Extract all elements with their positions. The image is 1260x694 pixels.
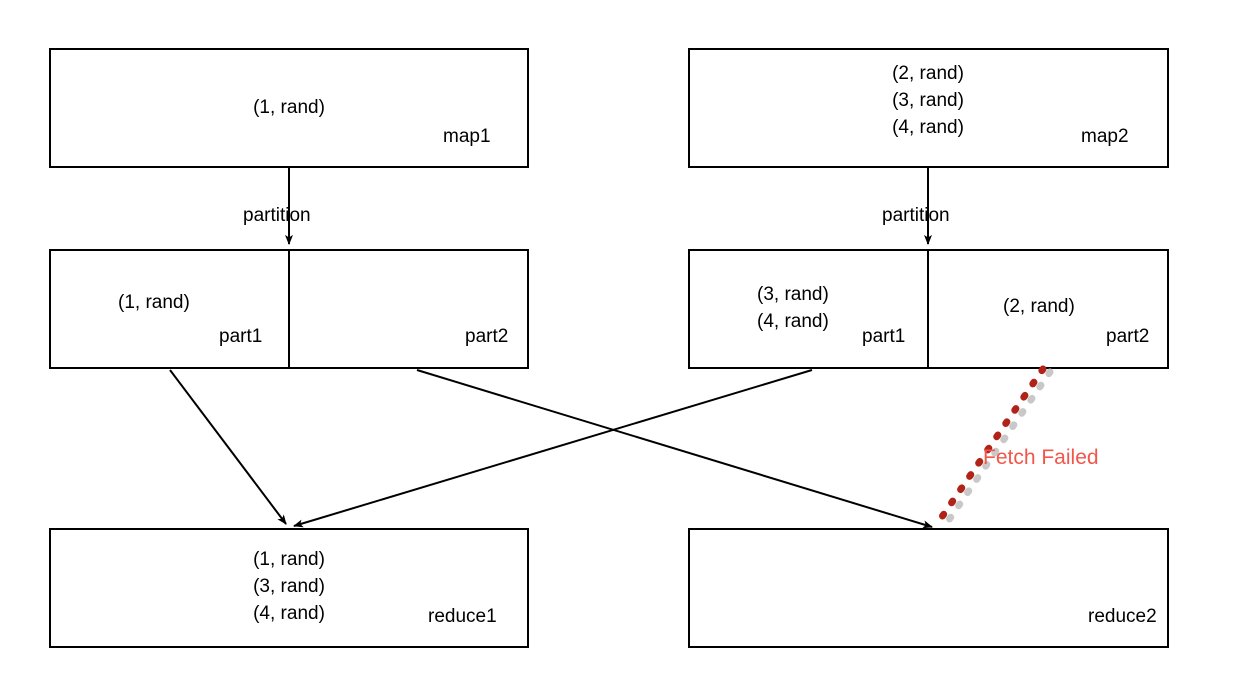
map2-partition-divider <box>927 249 929 369</box>
edge-map1part1-to-reduce1 <box>169 369 287 525</box>
map1-records: (1, rand) <box>253 97 325 118</box>
map1-partition-divider <box>288 249 290 369</box>
node-map2[interactable] <box>688 48 1169 168</box>
map1-label: map1 <box>443 126 491 147</box>
partition-label-right: partition <box>882 205 950 226</box>
edge-map2part1-to-reduce1 <box>293 369 813 528</box>
node-reduce1[interactable] <box>49 528 529 648</box>
map2-records: (2, rand) (3, rand) (4, rand) <box>892 63 964 138</box>
fetch-failed-line-shadow <box>938 368 1054 534</box>
node-reduce2[interactable] <box>688 528 1169 648</box>
map2-part2-label: part2 <box>1106 326 1150 347</box>
reduce1-records: (1, rand) (3, rand) (4, rand) <box>253 549 325 624</box>
map2-part1-label: part1 <box>862 326 906 347</box>
map2-part1-records: (3, rand) (4, rand) <box>757 284 829 332</box>
map2-label: map2 <box>1081 126 1129 147</box>
fetch-failed-line <box>931 365 1047 531</box>
map1-part2-label: part2 <box>465 326 509 347</box>
map1-part1-label: part1 <box>219 326 263 347</box>
node-map1[interactable] <box>49 48 529 168</box>
map1-part1-records: (1, rand) <box>118 292 190 313</box>
edge-map1part2-to-reduce2 <box>416 369 933 529</box>
fetch-failed-label: Fetch Failed <box>983 446 1099 469</box>
reduce2-label: reduce2 <box>1088 606 1157 627</box>
map2-part2-records: (2, rand) <box>1003 296 1075 317</box>
reduce1-label: reduce1 <box>428 606 497 627</box>
partition-label-left: partition <box>243 205 311 226</box>
